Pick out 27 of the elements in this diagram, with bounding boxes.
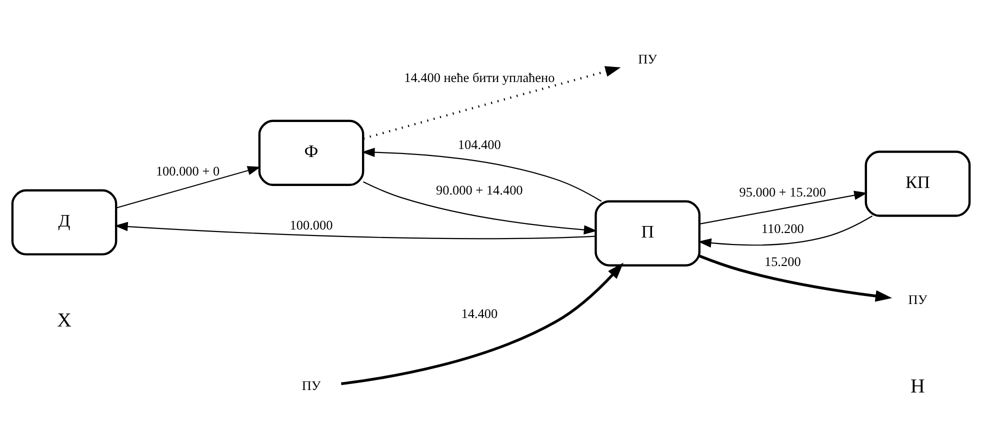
arrow — [363, 66, 621, 140]
node-text: ПУ — [908, 292, 928, 307]
node-box: Д — [11, 188, 118, 255]
arrow — [116, 166, 261, 208]
edge-label: 14.400 — [461, 305, 498, 320]
arrow — [363, 180, 598, 234]
edge-label: 95.000 + 15.200 — [739, 184, 826, 200]
edge-label: 90.000 + 14.400 — [436, 182, 523, 197]
arrow — [341, 262, 624, 385]
label: Х — [57, 308, 72, 331]
arrow — [114, 221, 596, 239]
label: Н — [910, 375, 925, 398]
edge-label: 100.000 — [290, 217, 333, 232]
arrow — [699, 254, 892, 302]
edge-label: 15.200 — [764, 254, 801, 269]
arrow — [362, 147, 602, 202]
node-text: ПУ — [302, 378, 321, 393]
edge-label: 110.200 — [761, 220, 804, 236]
edge-label: 100.000 + 0 — [156, 163, 220, 178]
arrow — [700, 190, 868, 224]
edge-label: 14.400 неће бити уплаћено — [404, 69, 555, 84]
edge-label: 104.400 — [458, 136, 501, 152]
arrow — [698, 215, 873, 248]
node-text: ПУ — [638, 51, 658, 66]
node-box: Ф — [258, 119, 364, 186]
node-box: П — [594, 200, 700, 266]
node-box: КП — [864, 150, 971, 216]
